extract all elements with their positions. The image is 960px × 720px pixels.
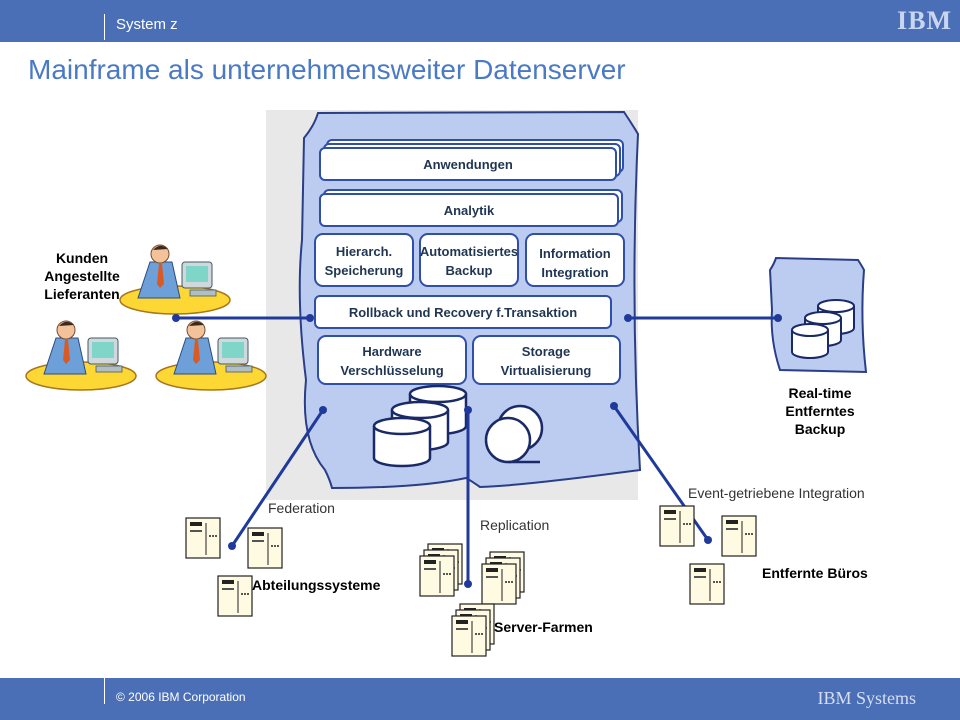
event-label: Event-getriebene Integration bbox=[688, 485, 865, 501]
server-icon bbox=[185, 517, 221, 559]
server-icon bbox=[247, 527, 283, 569]
info-integration-box bbox=[525, 233, 625, 287]
server-farm-icon bbox=[481, 551, 525, 605]
info-integration-line2: Integration bbox=[541, 265, 608, 280]
copyright: © 2006 IBM Corporation bbox=[116, 690, 246, 704]
connector-dot bbox=[464, 580, 472, 588]
users-line1: Kunden bbox=[56, 250, 108, 266]
hierarch-line1: Hierarch. bbox=[336, 244, 392, 259]
anwendungen-box bbox=[319, 147, 617, 181]
ibm-logo: IBM bbox=[897, 6, 952, 35]
server-farmen-label: Server-Farmen bbox=[494, 619, 593, 635]
user-workstation-icon bbox=[155, 320, 267, 391]
connector-dot bbox=[172, 314, 180, 322]
connector-dot bbox=[774, 314, 782, 322]
analytik-box bbox=[319, 193, 619, 227]
analytik-label: Analytik bbox=[444, 203, 495, 218]
connector-dot bbox=[624, 314, 632, 322]
connector-dot bbox=[610, 402, 618, 410]
server-icon bbox=[689, 563, 725, 605]
header-divider bbox=[104, 14, 105, 40]
header-bar: System z IBM bbox=[0, 0, 960, 42]
product-name: System z bbox=[116, 16, 178, 33]
storage-virt-box bbox=[472, 335, 621, 385]
users-line3: Lieferanten bbox=[44, 286, 119, 302]
storage-virt-line2: Virtualisierung bbox=[501, 363, 592, 378]
hw-encryption-line1: Hardware bbox=[362, 344, 421, 359]
federation-label: Federation bbox=[268, 500, 335, 516]
hierarch-box bbox=[314, 233, 414, 287]
auto-backup-box bbox=[419, 233, 519, 287]
backup-line3: Backup bbox=[795, 421, 846, 437]
hierarch-line2: Speicherung bbox=[325, 263, 404, 278]
connector-dot bbox=[319, 406, 327, 414]
replication-label: Replication bbox=[480, 517, 549, 533]
footer-bar: © 2006 IBM Corporation IBM Systems bbox=[0, 678, 960, 720]
backup-line1: Real-time bbox=[788, 385, 851, 401]
buros-label: Entfernte Büros bbox=[762, 565, 868, 581]
connector-dot bbox=[228, 542, 236, 550]
user-workstation-icon bbox=[25, 320, 137, 391]
storage-virt-line1: Storage bbox=[522, 344, 570, 359]
tape-drive-icon bbox=[484, 404, 544, 464]
page-title: Mainframe als unternehmensweiter Datense… bbox=[28, 54, 626, 85]
abteilung-label: Abteilungssysteme bbox=[252, 577, 381, 593]
user-workstation-icon bbox=[119, 244, 231, 315]
connector-dot bbox=[464, 406, 472, 414]
connector-dot bbox=[306, 314, 314, 322]
hw-encryption-line2: Verschlüsselung bbox=[340, 363, 443, 378]
brand-logo: IBM Systems bbox=[817, 688, 916, 708]
users-line2: Angestellte bbox=[44, 268, 120, 284]
server-icon bbox=[721, 515, 757, 557]
server-icon bbox=[659, 505, 695, 547]
footer-divider bbox=[104, 678, 105, 704]
server-farm-icon bbox=[419, 543, 463, 597]
rollback-box bbox=[314, 295, 612, 329]
hw-encryption-box bbox=[317, 335, 467, 385]
auto-backup-line1: Automatisiertes bbox=[420, 244, 518, 259]
server-farm-icon bbox=[451, 603, 495, 657]
anwendungen-label: Anwendungen bbox=[423, 157, 513, 172]
connector-dot bbox=[704, 536, 712, 544]
auto-backup-line2: Backup bbox=[446, 263, 493, 278]
backup-line2: Entferntes bbox=[785, 403, 854, 419]
info-integration-line1: Information bbox=[539, 246, 611, 261]
federation-connector bbox=[230, 409, 325, 547]
rollback-label: Rollback und Recovery f.Transaktion bbox=[349, 305, 577, 320]
server-icon bbox=[217, 575, 253, 617]
